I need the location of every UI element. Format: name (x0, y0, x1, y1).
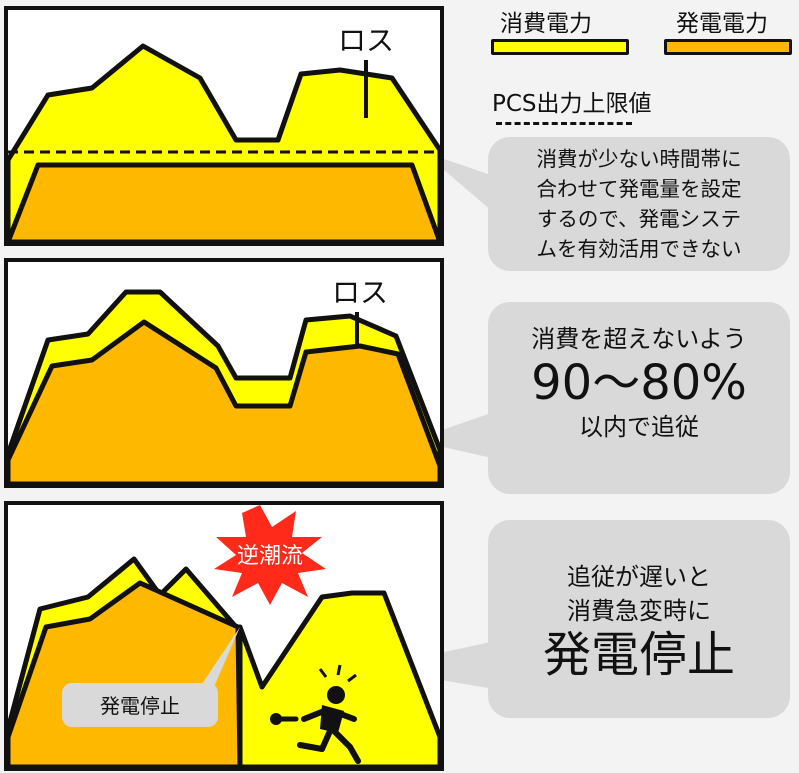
panel1-generation-area (5, 162, 443, 245)
legend-pcs-dashed-line (496, 122, 632, 125)
bubble2-tail (413, 410, 500, 460)
bubble2-line-3: 以内で追従 (579, 413, 699, 441)
bubble2-line-1: 消費を超えないよう (531, 325, 747, 353)
bubble3-line-1: 追従が遅いと (567, 563, 711, 591)
bubble3-line-2: 消費急変時に (567, 597, 711, 625)
alert-burst-icon (214, 505, 326, 605)
bubble3 (488, 520, 790, 718)
bubble1-line-4: ムを有効活用できない (536, 237, 742, 261)
bubble2-big: 90〜80% (531, 355, 747, 411)
panel3-stop-label: 発電停止 (100, 694, 180, 718)
bubble3-big: 発電停止 (542, 627, 735, 683)
bubble2-text: 消費を超えないよう 90〜80% 以内で追従 (488, 322, 790, 444)
panel2: ロス (4, 258, 444, 488)
legend-generation-label: 発電電力 (676, 11, 768, 37)
bubble1-text: 消費が少ない時間帯に 合わせて発電量を設定 するので、発電システ ムを有効活用で… (488, 144, 790, 264)
bubble1 (488, 137, 790, 271)
bubble2 (488, 302, 790, 494)
panel3-stop-callout (62, 683, 218, 727)
bubble3-text: 追従が遅いと 消費急変時に 発電停止 (488, 560, 790, 682)
panel3-burst-label: 逆潮流 (237, 544, 303, 569)
legend-consumption-label: 消費電力 (500, 11, 592, 37)
panel2-generation-area (5, 319, 443, 487)
bubble1-line-3: するので、発電システ (536, 207, 742, 231)
panel3: 逆潮流 発電停止 (4, 501, 444, 771)
panel2-loss-label: ロス (332, 276, 388, 309)
panel1: ロス (4, 6, 444, 246)
panel3-stop-callout-tail (200, 627, 240, 687)
legend-consumption-swatch (491, 39, 629, 55)
worker-running-wrench-icon (270, 664, 361, 764)
legend-pcs-label: PCS出力上限値 (492, 91, 652, 117)
panel1-loss-label: ロス (338, 24, 394, 57)
legend-generation-swatch (664, 39, 792, 55)
bubble1-line-2: 合わせて発電量を設定 (536, 177, 742, 201)
bubble1-line-1: 消費が少ない時間帯に (536, 147, 742, 171)
